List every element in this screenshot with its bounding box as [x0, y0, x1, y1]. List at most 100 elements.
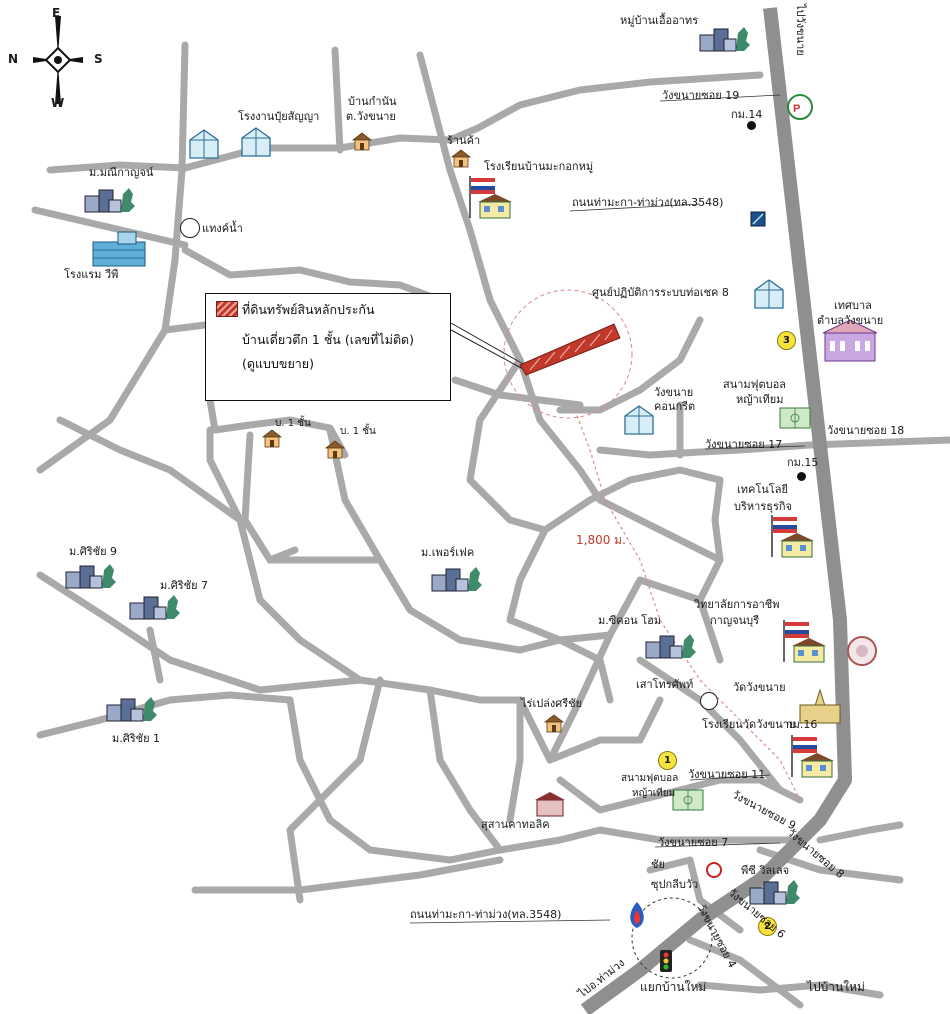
- shop-icon: [451, 149, 471, 168]
- perfect-village-icon: [431, 566, 483, 592]
- label-soi18: วังขนายซอย 18: [827, 424, 905, 437]
- marker-1[interactable]: 1: [658, 751, 677, 770]
- label-municipal1: เทศบาล: [834, 299, 872, 312]
- vocational-college-icon: [783, 619, 827, 663]
- label-ua-village: หมู่บ้านเอื้ออาทร: [620, 14, 699, 27]
- sewage-center-icon: [754, 279, 784, 309]
- label-kamnan2: ต.วังขนาย: [346, 110, 396, 123]
- gas-station-icon: [630, 902, 644, 928]
- svg-text:P: P: [793, 103, 800, 115]
- label-sirichai7: ม.ศิริชัย 7: [160, 579, 209, 592]
- legend-swatch: [216, 301, 238, 317]
- label-km14: กม.14: [731, 108, 763, 121]
- concrete-plant-icon: [624, 405, 654, 435]
- label-phone-pole: เสาโทรศัพท์: [636, 678, 694, 691]
- label-school-wat: โรงเรียนวัดวังขนาย: [702, 718, 796, 731]
- label-tech1: เทคโนโลยี: [737, 483, 788, 496]
- football-field-icon: [779, 407, 811, 429]
- compass: E N S W: [8, 6, 108, 110]
- distance-label: 1,800 ม.: [576, 533, 626, 547]
- km14-dot: [747, 121, 756, 130]
- compass-s: S: [94, 52, 103, 66]
- label-sirichai9: ม.ศิริชัย 9: [69, 545, 118, 558]
- chai-restaurant-icon: [706, 862, 722, 878]
- label-perfect: ม.เพอร์เฟค: [421, 546, 475, 559]
- label-seacon: ม.ซีคอน โฮม: [598, 614, 662, 627]
- football-field-2-icon: [672, 789, 704, 811]
- label-kamnan1: บ้านกำนัน: [348, 95, 397, 108]
- label-rai: ไร่เปล่งศรีชัย: [521, 697, 583, 710]
- label-football2-a: สนามฟุตบอล: [621, 773, 679, 784]
- label-soi19: วังขนายซอย 19: [662, 89, 740, 102]
- label-fertilizer: โรงงานปุ๋ยสัญญา: [238, 110, 320, 123]
- label-wat: วัดวังขนาย: [733, 681, 786, 694]
- school-wat-icon: [791, 734, 835, 778]
- compass-e: E: [52, 6, 61, 20]
- km15-dot: [797, 472, 806, 481]
- cemetery-icon: [535, 792, 565, 817]
- label-sewage: ศูนย์ปฏิบัติการระบบท่อเชค 8: [592, 286, 729, 299]
- seal-icon: [847, 636, 877, 666]
- label-soi11: วังขนายซอย 11: [688, 768, 766, 781]
- label-house1a: บ. 1 ชั้น: [275, 418, 311, 429]
- label-concrete1: วังขนาย: [654, 386, 694, 399]
- label-water-tank: แทงค์น้ำ: [202, 222, 243, 235]
- label-shop: ร้านค้า: [447, 134, 481, 147]
- shop-sign-icon: [750, 211, 766, 227]
- pt-logo-icon: P: [787, 94, 813, 120]
- legend-box: ที่ดินทรัพย์สินหลักประกัน บ้านเดี่ยวตึก …: [205, 293, 451, 401]
- label-school-makok: โรงเรียนบ้านมะกอกหมู่: [484, 160, 594, 173]
- label-vocational1: วิทยาลัยการอาชีพ: [694, 598, 780, 611]
- legend-line3: (ดูแบบขยาย): [242, 356, 315, 371]
- label-football1-a: สนามฟุตบอล: [723, 378, 786, 391]
- label-municipal2: ตำบลวังขนาย: [817, 314, 884, 327]
- label-chai1: ชัย: [651, 858, 665, 871]
- label-road3548b: ถนนท่ามะกา-ท่าม่วง(ทล.3548): [410, 908, 562, 921]
- traffic-light-icon: [660, 950, 672, 972]
- warehouse-icon: [189, 129, 219, 159]
- label-km15: กม.15: [787, 456, 819, 469]
- compass-rose-icon: [33, 16, 83, 104]
- compass-n: N: [8, 52, 19, 66]
- label-to-wangkanai: ไปวังขนาย: [794, 4, 807, 56]
- ua-village-icon: [699, 26, 751, 52]
- legend-line1: ที่ดินทรัพย์สินหลักประกัน: [242, 302, 375, 317]
- warehouse-icon: [241, 127, 271, 157]
- hotel-icon: [92, 231, 146, 267]
- kamnan-house-icon: [352, 132, 372, 151]
- phone-pole-icon: [700, 692, 718, 710]
- label-vocational2: กาญจนบุรี: [710, 614, 760, 627]
- marker-2[interactable]: 2: [758, 917, 777, 936]
- sirichai7-icon: [129, 594, 181, 620]
- municipal-icon: [822, 319, 878, 362]
- label-tech2: บริหารธุรกิจ: [734, 500, 792, 513]
- water-tank-icon: [180, 218, 200, 238]
- label-cemetery: สุสานคาทอลิค: [481, 818, 550, 831]
- house-icon: [325, 440, 345, 459]
- pc-village-icon: [749, 879, 801, 905]
- tech-college-icon: [771, 514, 815, 558]
- label-to-banmai: ไปบ้านใหม่: [807, 980, 865, 994]
- label-road3548: ถนนท่ามะกา-ท่าม่วง(ทล.3548): [572, 196, 724, 209]
- label-km16: กม.16: [786, 718, 818, 731]
- sirichai9-icon: [65, 563, 117, 589]
- label-pc-village: พีซี วิลเลจ: [741, 864, 790, 877]
- label-concrete2: คอนกรีต: [654, 400, 696, 413]
- label-football2-b: หญ้าเทียม: [632, 788, 676, 799]
- property-parcel: [519, 323, 621, 376]
- rai-icon: [544, 714, 564, 733]
- house-icon: [262, 429, 282, 448]
- label-sirichai1: ม.ศิริชัย 1: [112, 732, 161, 745]
- marker-3[interactable]: 3: [777, 331, 796, 350]
- compass-w: W: [51, 96, 65, 110]
- label-football1-b: หญ้าเทียม: [736, 393, 784, 406]
- legend-line2: บ้านเดี่ยวตึก 1 ชั้น (เลขที่ไม่ติด): [242, 332, 415, 347]
- label-soi7: วังขนายซอย 7: [658, 836, 729, 849]
- mani-village-icon: [84, 187, 136, 213]
- label-chai2: ซุปกลีบวัว: [651, 878, 699, 891]
- sirichai1-icon: [106, 696, 158, 722]
- label-junction: แยกบ้านใหม่: [640, 980, 707, 994]
